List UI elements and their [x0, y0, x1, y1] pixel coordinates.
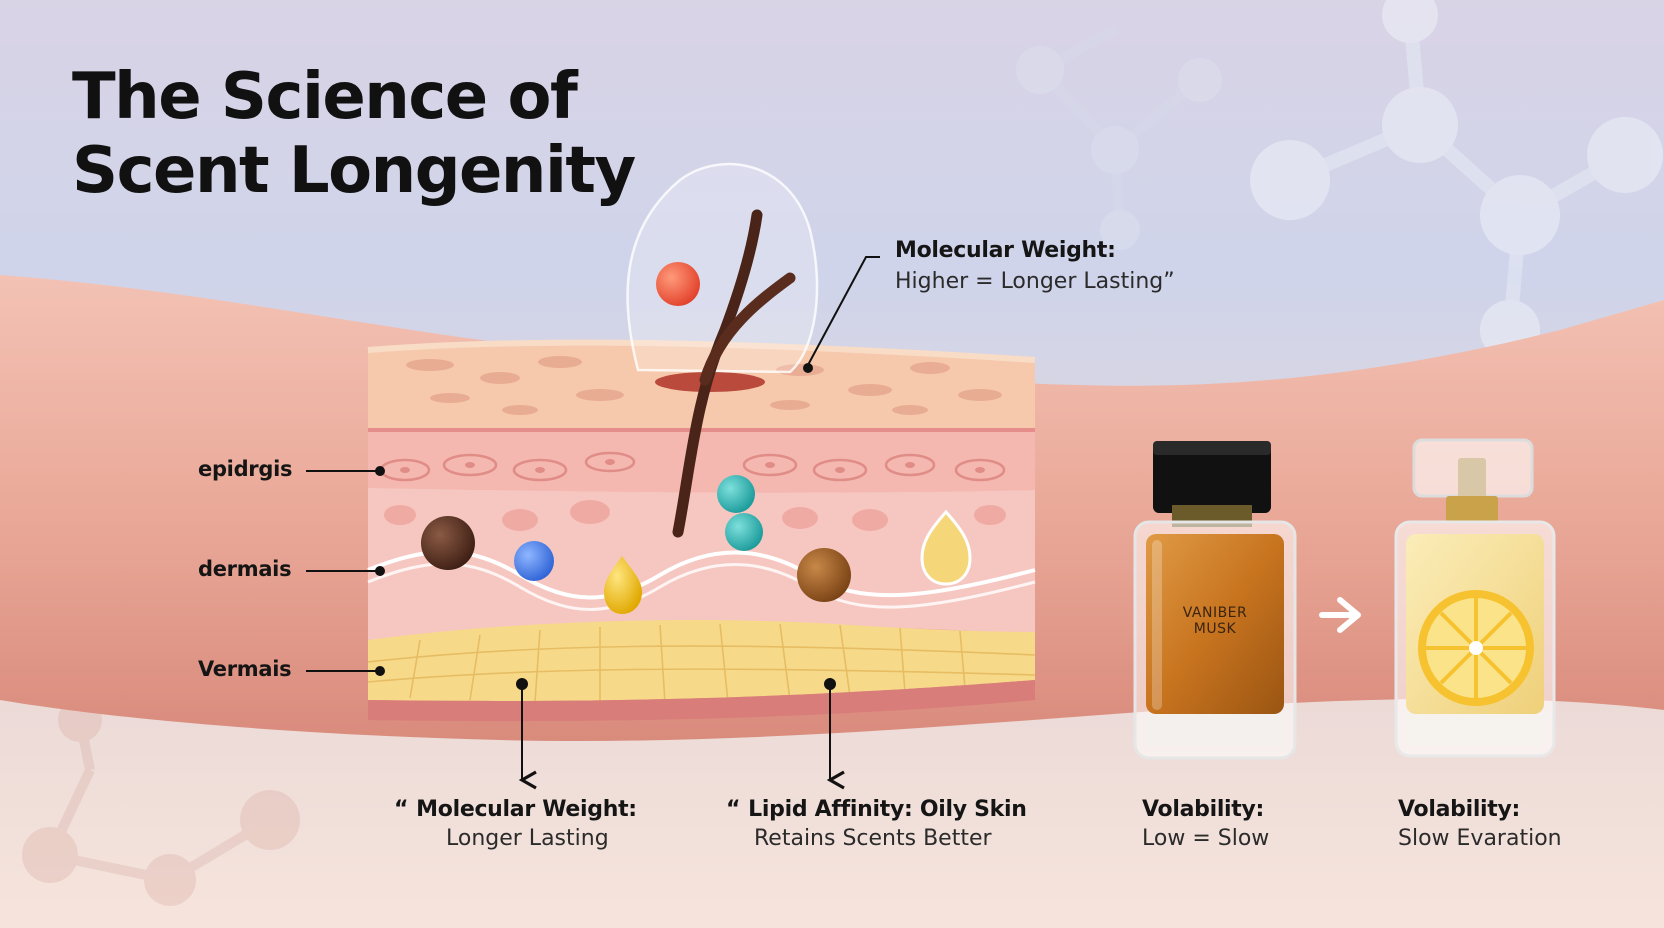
- bottom-arrows: [516, 678, 845, 790]
- callout-top-heading: Molecular Weight:: [895, 238, 1116, 263]
- callout-top-text: Higher = Longer Lasting”: [895, 269, 1175, 294]
- molecule-decoration-bottom-left: [22, 698, 300, 906]
- skin-cross-section: [367, 339, 1036, 722]
- callout-volatility-slow: Volability: Slow Evaration: [1398, 797, 1562, 851]
- callout-bottom-left-text: Longer Lasting: [446, 826, 609, 851]
- page-title: The Science of Scent Longenity: [72, 60, 636, 208]
- callout-volatility-low-heading: Volability:: [1142, 797, 1265, 822]
- right-arrow-icon: [1319, 597, 1361, 633]
- callout-bottom-mid-heading: Lipid Affinity: Oily Skin: [748, 797, 1027, 822]
- amber-bottle-label-line-1: VANIBER: [1182, 605, 1248, 621]
- callout-volatility-low: Volability: Low = Slow: [1142, 797, 1269, 851]
- layer-label-hypodermis: Vermais: [198, 657, 292, 681]
- callout-top-molecular-weight: Molecular Weight: Higher = Longer Lastin…: [895, 238, 1175, 294]
- amber-bottle-label: VANIBER MUSK: [1160, 605, 1270, 637]
- lemon-slice-icon: [1418, 590, 1534, 706]
- callout-bottom-mid-text: Retains Scents Better: [754, 826, 992, 851]
- molecule-decoration-top-mid: [1016, 25, 1222, 250]
- callout-lipid-affinity: “ Lipid Affinity: Oily Skin Retains Scent…: [726, 797, 1027, 851]
- hair-follicle: [626, 162, 819, 538]
- callout-volatility-slow-heading: Volability:: [1398, 797, 1521, 822]
- quote-mark-icon: “: [394, 797, 409, 822]
- layer-leader-lines: [306, 466, 385, 676]
- quote-mark-icon: “: [726, 797, 741, 822]
- top-callout-leader: [803, 256, 880, 373]
- callout-volatility-low-text: Low = Slow: [1142, 826, 1270, 851]
- amber-perfume-bottle: [1133, 441, 1297, 760]
- amber-bottle-label-line-2: MUSK: [1193, 621, 1237, 637]
- title-line-1: The Science of: [72, 60, 578, 134]
- layer-label-dermis: dermais: [198, 557, 292, 581]
- callout-bottom-molecular-weight: “ Molecular Weight: Longer Lasting: [394, 797, 637, 851]
- callout-volatility-slow-text: Slow Evaration: [1398, 826, 1562, 851]
- callout-bottom-left-heading: Molecular Weight:: [416, 797, 637, 822]
- molecule-decoration-top-right: [1250, 0, 1663, 360]
- title-line-2: Scent Longenity: [72, 134, 636, 208]
- scent-molecules: [421, 475, 972, 614]
- layer-label-epidermis: epidrgis: [198, 457, 293, 481]
